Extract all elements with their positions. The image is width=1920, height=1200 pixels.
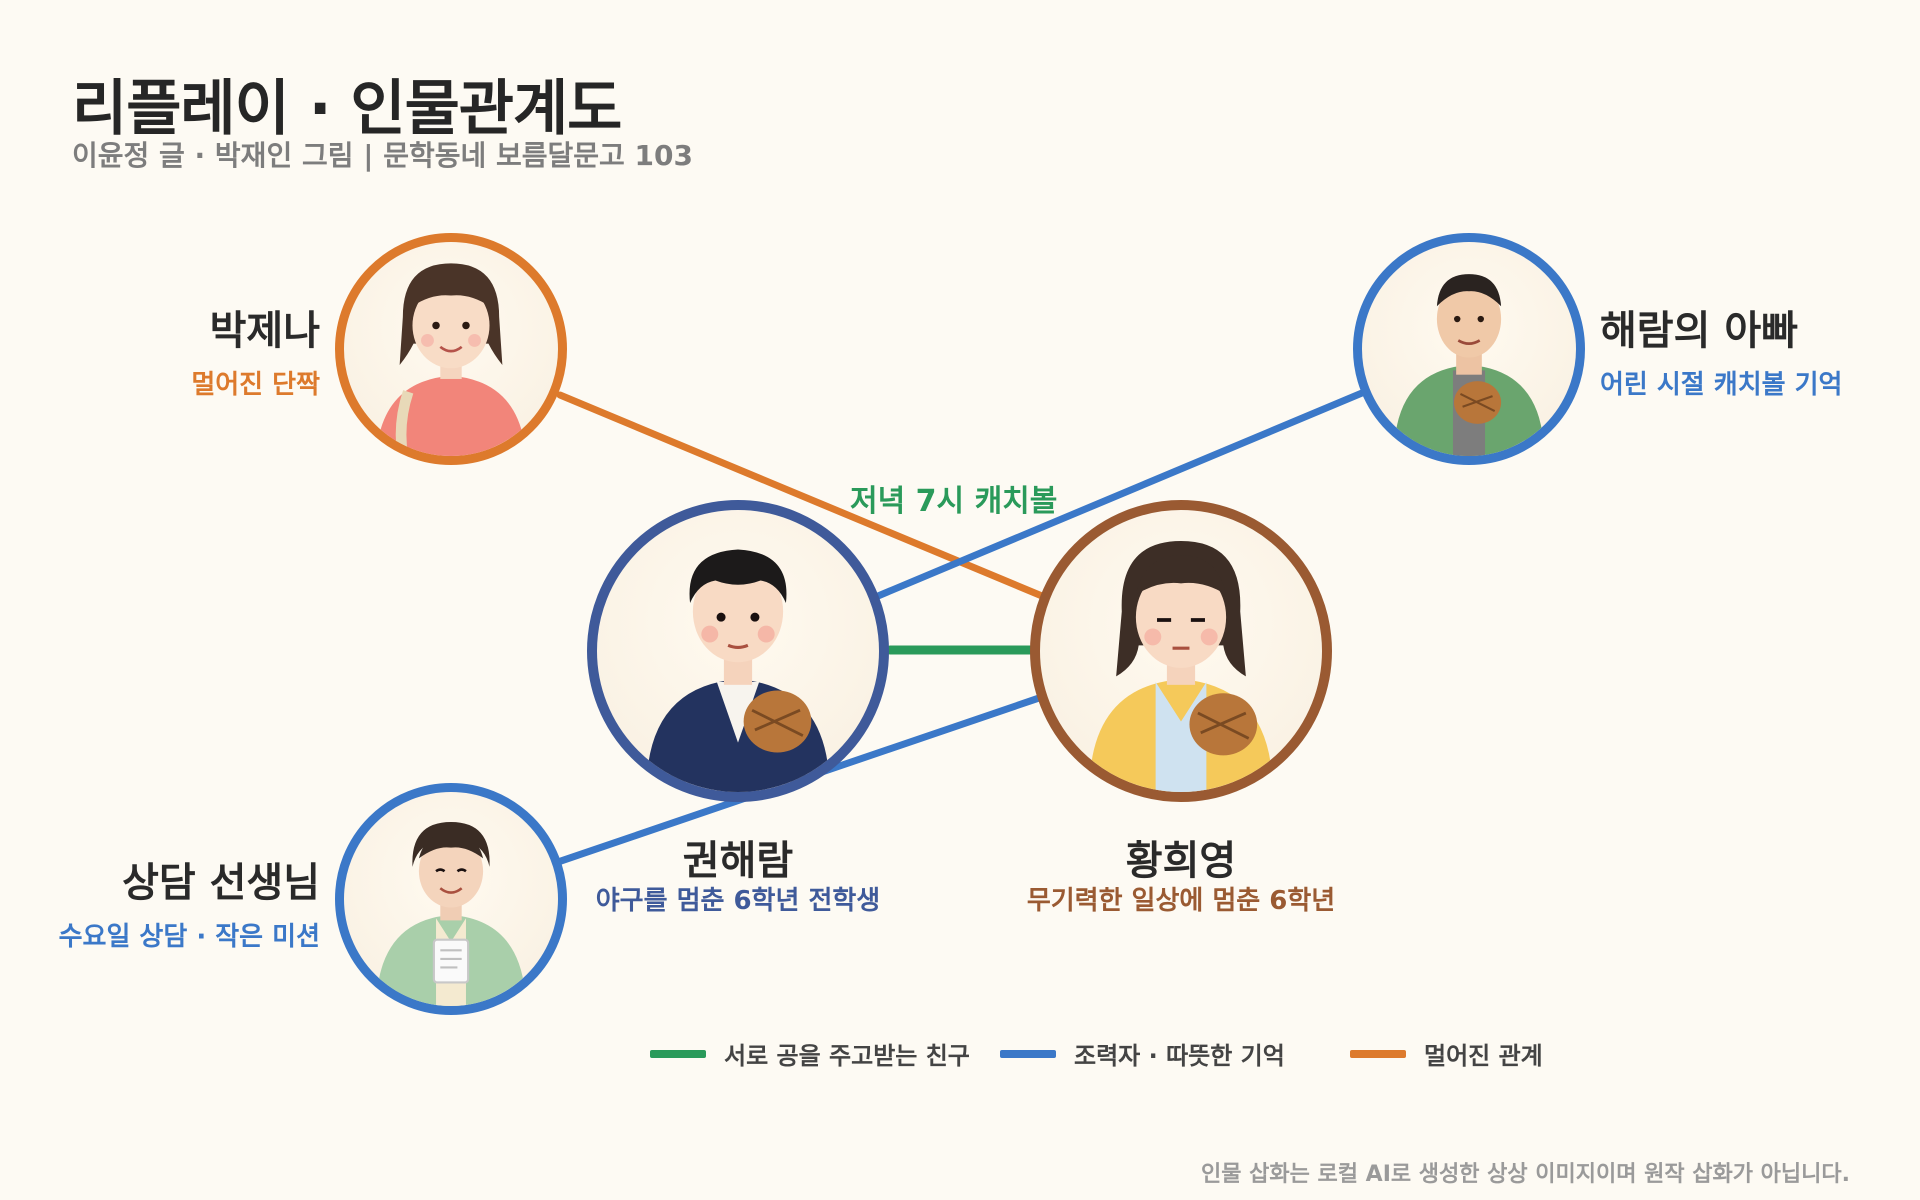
teacher-illustration-icon bbox=[376, 821, 526, 1006]
portrait-haeram bbox=[587, 500, 889, 802]
girl-illustration-icon bbox=[1089, 541, 1273, 792]
legend-swatch-orange bbox=[1350, 1049, 1406, 1058]
name-haeram: 권해람 bbox=[682, 838, 794, 884]
girl-illustration-icon bbox=[376, 263, 526, 456]
portrait-father bbox=[1353, 233, 1585, 465]
legend-item-helper: 조력자 · 따뜻한 기억 bbox=[1000, 1036, 1285, 1071]
legend-label: 서로 공을 주고받는 친구 bbox=[724, 1042, 970, 1070]
name-father: 해람의 아빠 bbox=[1600, 308, 1798, 354]
legend-swatch-green bbox=[650, 1049, 706, 1058]
role-haeram: 야구를 멈춘 6학년 전학생 bbox=[595, 886, 881, 916]
edge-label-catchball: 저녁 7시 캐치볼 bbox=[850, 484, 1058, 519]
portrait-jena bbox=[335, 233, 567, 465]
legend-swatch-blue bbox=[1000, 1049, 1056, 1058]
portrait-heeyoung bbox=[1030, 500, 1332, 802]
name-counselor: 상담 선생님 bbox=[122, 860, 320, 906]
footnote: 인물 삽화는 로컬 AI로 생성한 상상 이미지이며 원작 삽화가 아닙니다. bbox=[1201, 1162, 1850, 1187]
name-jena: 박제나 bbox=[209, 308, 320, 354]
legend-label: 조력자 · 따뜻한 기억 bbox=[1074, 1042, 1285, 1070]
name-heeyoung: 황희영 bbox=[1125, 838, 1237, 884]
edge-father-haeram bbox=[874, 389, 1366, 600]
legend-label: 멀어진 관계 bbox=[1424, 1042, 1543, 1070]
page-subtitle: 이윤정 글 · 박재인 그림 | 문학동네 보름달문고 103 bbox=[72, 139, 693, 172]
role-heeyoung: 무기력한 일상에 멈춘 6학년 bbox=[1026, 886, 1336, 916]
role-counselor: 수요일 상담 · 작은 미션 bbox=[58, 922, 320, 952]
portrait-counselor bbox=[335, 783, 567, 1015]
legend-item-distant: 멀어진 관계 bbox=[1350, 1036, 1543, 1071]
role-jena: 멀어진 단짝 bbox=[191, 370, 320, 400]
role-father: 어린 시절 캐치볼 기억 bbox=[1600, 370, 1843, 400]
boy-illustration-icon bbox=[646, 549, 830, 792]
page-title: 리플레이 · 인물관계도 bbox=[72, 74, 622, 144]
father-illustration-icon bbox=[1394, 274, 1544, 456]
legend-item-friends: 서로 공을 주고받는 친구 bbox=[650, 1036, 970, 1071]
